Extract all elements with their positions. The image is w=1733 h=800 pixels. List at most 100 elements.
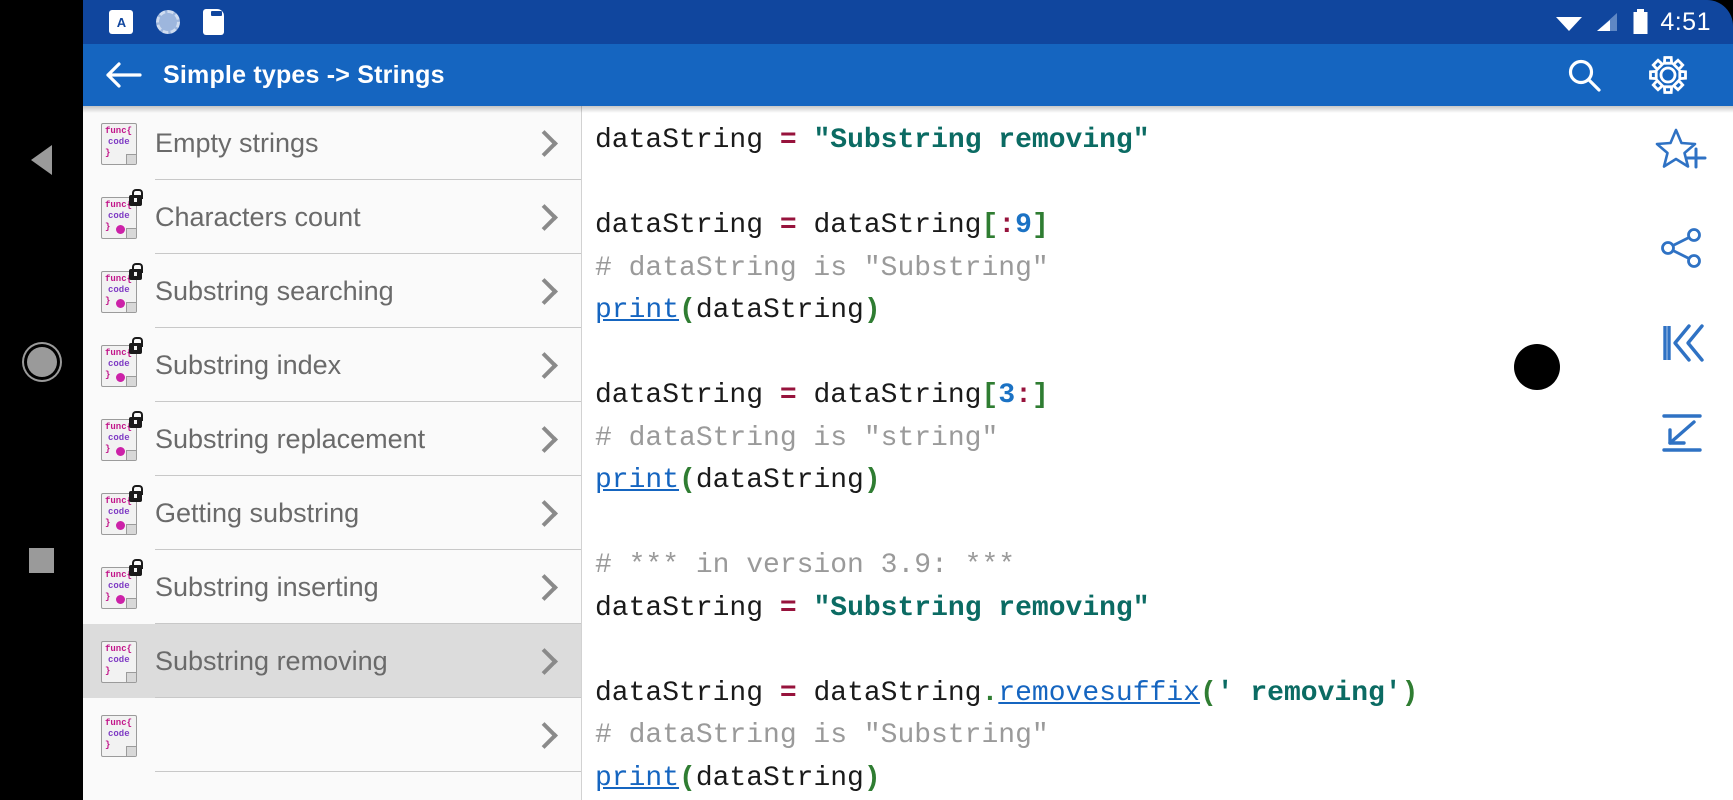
code-token-op: = [779, 380, 797, 411]
func-code-icon-line1: func{ [105, 200, 133, 210]
code-token-op: = [779, 210, 797, 241]
func-code-icon-line2: code [108, 137, 130, 147]
nav-recents-button[interactable] [0, 530, 83, 590]
code-token-num: 3 [998, 380, 1016, 411]
func-code-icon-line3: } [105, 296, 111, 306]
magenta-dot-badge [116, 225, 125, 234]
func-code-icon: func{ code } [101, 121, 139, 165]
chevron-right-icon [529, 276, 559, 306]
magenta-dot-badge [116, 299, 125, 308]
list-item-label: Substring inserting [155, 571, 379, 602]
search-button[interactable] [1565, 56, 1603, 94]
sync-icon [156, 10, 180, 34]
list-divider [155, 697, 581, 698]
func-code-icon-line1: func{ [105, 422, 133, 432]
code-token-pnc: ) [863, 762, 881, 794]
list-item[interactable]: func{ code } Substring searching [83, 254, 581, 328]
list-item[interactable]: func{ code } Substring inserting [83, 550, 581, 624]
func-code-icon-line3: } [105, 444, 111, 454]
download-button[interactable] [1630, 401, 1733, 465]
magenta-dot-badge [116, 595, 125, 604]
func-code-icon-line2: code [108, 507, 130, 517]
func-code-icon-line1: func{ [105, 348, 133, 358]
func-code-icon: func{ code } [101, 337, 143, 387]
func-code-icon: func{ code } [101, 189, 143, 239]
list-divider [155, 253, 581, 254]
settings-button[interactable] [1647, 54, 1689, 96]
list-item[interactable]: func{ code } Getting substring [83, 476, 581, 550]
skip-previous-icon [1662, 324, 1704, 362]
arrow-down-left-icon [1661, 414, 1702, 452]
code-viewer[interactable]: dataString = "Substring removing" dataSt… [582, 106, 1733, 800]
triangle-back-icon [31, 145, 52, 175]
code-token-pnc: ) [863, 295, 881, 326]
topic-list[interactable]: func{ code } Empty strings func{ code } [83, 106, 582, 800]
func-code-icon-line1: func{ [105, 496, 133, 506]
code-token-fn[interactable]: print [595, 295, 680, 326]
lock-icon [129, 263, 143, 280]
square-recents-icon [29, 547, 54, 573]
list-divider [155, 327, 581, 328]
code-token-brk: [ [981, 380, 999, 411]
code-token-pnc: . [981, 677, 999, 709]
code-token-pnc: ( [679, 762, 696, 794]
app-bar-actions [1565, 54, 1733, 96]
list-item[interactable]: func{ code } Characters count [83, 180, 581, 254]
list-item-partial[interactable]: func{ code } [83, 698, 581, 772]
magenta-dot-badge [116, 447, 125, 456]
lock-icon [129, 411, 143, 428]
gear-icon [1649, 56, 1687, 94]
lock-icon [129, 559, 143, 576]
code-token-str: "Substring removing" [813, 125, 1150, 156]
list-item[interactable]: func{ code } Empty strings [83, 106, 581, 180]
code-token-num: 9 [1015, 210, 1032, 241]
code-token-op: : [1015, 380, 1032, 411]
status-bar-clock: 4:51 [1660, 7, 1711, 36]
code-token-str: "Substring removing" [813, 592, 1150, 624]
share-button[interactable] [1630, 216, 1733, 280]
lock-icon [129, 337, 143, 354]
chevron-right-icon [529, 498, 559, 528]
list-divider [155, 549, 581, 550]
sd-card-icon [203, 9, 224, 35]
chevron-right-icon [529, 350, 559, 380]
func-code-icon-line1: func{ [105, 126, 133, 136]
code-token-brk: [ [981, 210, 999, 241]
func-code-icon-line1: func{ [105, 718, 133, 728]
code-token-pnc: ( [679, 295, 696, 326]
code-token-pnc: ( [679, 465, 696, 496]
list-item-label: Characters count [155, 201, 361, 232]
lock-icon [129, 485, 143, 502]
list-item-label: Substring searching [155, 275, 394, 306]
code-token-cmt: # dataString is "string" [595, 422, 999, 454]
func-code-icon-line2: code [108, 285, 130, 295]
list-item-selected[interactable]: func{ code } Substring removing [83, 624, 581, 698]
list-item[interactable]: func{ code } Substring index [83, 328, 581, 402]
func-code-icon-line2: code [108, 211, 130, 221]
chevron-right-icon [529, 202, 559, 232]
nav-home-button[interactable] [0, 332, 83, 392]
code-token-fn[interactable]: print [595, 465, 680, 496]
search-icon [1568, 59, 1601, 92]
code-token-fn[interactable]: print [595, 762, 680, 794]
list-item[interactable]: func{ code } Substring replacement [83, 402, 581, 476]
chevron-right-icon [529, 424, 559, 454]
nav-back-button[interactable] [0, 130, 83, 190]
func-code-icon: func{ code } [101, 411, 143, 461]
app-bar-back-button[interactable] [83, 44, 163, 106]
add-to-favorites-button[interactable] [1630, 121, 1733, 185]
list-item-label: Getting substring [155, 497, 360, 528]
code-token-op: = [779, 125, 797, 156]
func-code-icon-line2: code [108, 433, 130, 443]
code-token-cmt: # *** in version 3.9: *** [595, 550, 1016, 581]
func-code-icon-line3: } [105, 370, 111, 380]
code-token-pnc: ( [1199, 677, 1217, 709]
status-bar-right-icons: 4:51 [1554, 0, 1711, 44]
app-bar: Simple types -> Strings [83, 44, 1733, 106]
action-rail [1630, 106, 1733, 800]
skip-to-first-button[interactable] [1630, 311, 1733, 375]
list-divider [155, 771, 581, 772]
code-token-fn[interactable]: removesuffix [998, 677, 1200, 709]
func-code-icon-line2: code [108, 729, 130, 739]
